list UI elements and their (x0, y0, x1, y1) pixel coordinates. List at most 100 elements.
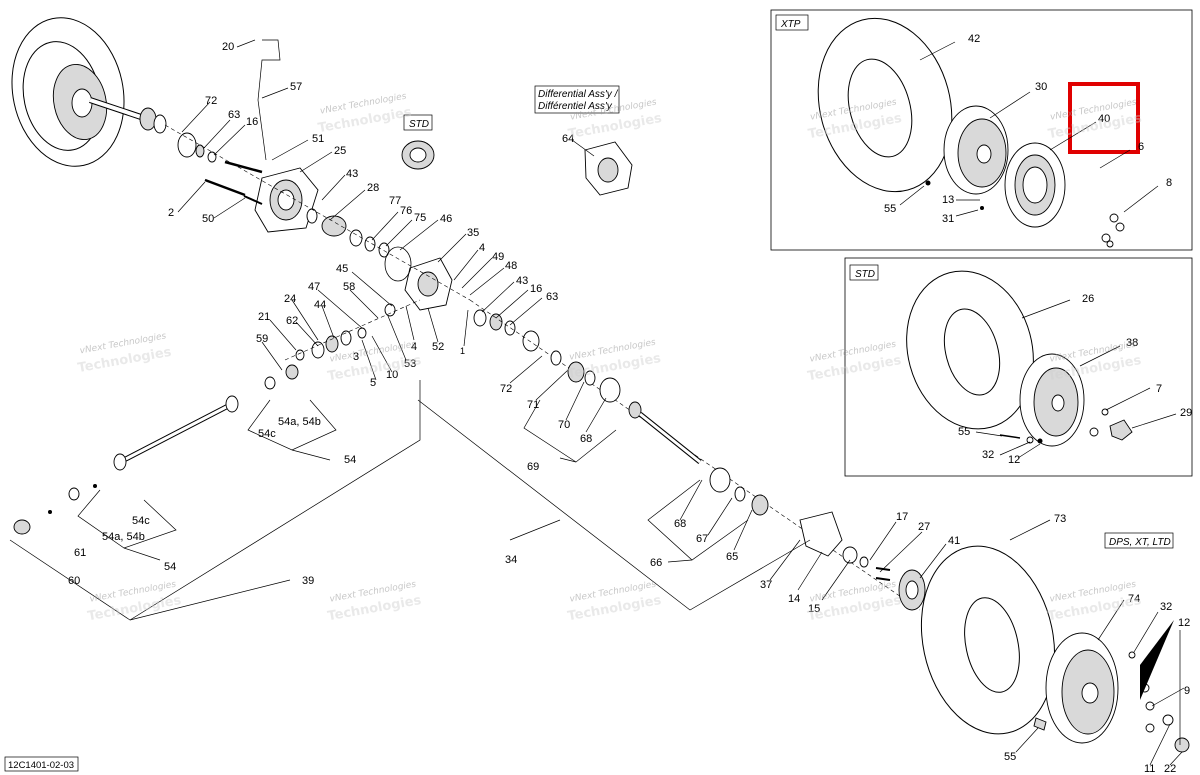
callout-59: 59 (256, 333, 268, 345)
group-brackets (9, 380, 811, 621)
callout-62: 62 (286, 315, 298, 327)
xtp-tag-box (775, 14, 809, 31)
callout-74: 74 (1128, 593, 1140, 605)
callout-3: 3 (353, 351, 359, 363)
callout-32: 32 (982, 449, 994, 461)
callout-15: 15 (808, 603, 820, 615)
callout-67: 67 (696, 533, 708, 545)
callout-37: 37 (760, 579, 772, 591)
wheel-hub (875, 567, 926, 611)
leader-lines (177, 39, 1185, 766)
callout-26: 26 (1082, 293, 1094, 305)
callout-16b: 16 (530, 283, 542, 295)
left-wheel (11, 17, 125, 167)
callout-13: 13 (942, 194, 954, 206)
callout-12: 12 (1008, 454, 1020, 466)
callout-8: 8 (1166, 177, 1172, 189)
callout-38: 38 (1126, 337, 1138, 349)
callout-6: 6 (1138, 141, 1144, 153)
callout-40: 40 (1098, 113, 1110, 125)
callout-77: 77 (389, 195, 401, 207)
std-hardware (999, 408, 1133, 444)
figure-code-box (4, 756, 79, 772)
dps-tag-box (1104, 532, 1174, 549)
callout-60: 60 (68, 575, 80, 587)
callout-63b: 63 (546, 291, 558, 303)
callout-53: 53 (404, 358, 416, 370)
callout-54a54b: 54a, 54b (278, 416, 321, 428)
callout-55b: 55 (958, 426, 970, 438)
callout-55: 55 (884, 203, 896, 215)
pinion-gear (321, 215, 412, 282)
differential-assembly (584, 141, 633, 196)
callout-24: 24 (284, 293, 296, 305)
callout-28: 28 (367, 182, 379, 194)
propeller-shaft-lower (13, 484, 97, 535)
callout-9: 9 (1184, 685, 1190, 697)
callout-30: 30 (1035, 81, 1047, 93)
callout-labels: 20 57 72 63 16 51 25 2 50 43 28 77 76 75… (68, 33, 1192, 775)
callout-12b: 12 (1178, 617, 1190, 629)
callout-27: 27 (918, 521, 930, 533)
xtp-tag: XTP (780, 19, 801, 30)
left-half-shaft (89, 97, 167, 134)
callout-21: 21 (258, 311, 270, 323)
callout-48: 48 (505, 260, 517, 272)
callout-63: 63 (228, 109, 240, 121)
std-tire (906, 270, 1034, 430)
callout-54c: 54c (258, 428, 276, 440)
callout-71: 71 (527, 399, 539, 411)
drive-shaft-right (550, 350, 769, 516)
xtp-rim (943, 105, 1009, 195)
callout-45: 45 (336, 263, 348, 275)
callout-34: 34 (505, 554, 517, 566)
callout-76: 76 (400, 205, 412, 217)
std-rim (1019, 353, 1085, 447)
dps-tire (920, 545, 1056, 735)
callout-73: 73 (1054, 513, 1066, 525)
std-main-tag-box (403, 114, 433, 131)
vent-tube (257, 39, 281, 161)
callout-61: 61 (74, 547, 86, 559)
callout-22: 22 (1164, 763, 1176, 775)
callout-39: 39 (302, 575, 314, 587)
callout-43: 43 (346, 168, 358, 180)
bolt-2 (204, 178, 246, 197)
callout-25: 25 (334, 145, 346, 157)
front-diff-housing (404, 257, 453, 311)
callout-5: 5 (370, 377, 376, 389)
xtp-hardware (925, 180, 1125, 248)
differential-tag-line2: Différentiel Ass'y (538, 101, 613, 112)
callout-54: 54 (344, 454, 356, 466)
callout-1: 1 (460, 346, 465, 356)
callout-2: 2 (168, 207, 174, 219)
callout-41: 41 (948, 535, 960, 547)
diff-gear-std (401, 140, 435, 170)
callout-42: 42 (968, 33, 980, 45)
callout-11: 11 (1144, 763, 1155, 775)
gearbox-housing (254, 167, 319, 233)
callout-43b: 43 (516, 275, 528, 287)
bolt-51 (224, 160, 263, 174)
callout-65: 65 (726, 551, 738, 563)
callout-16: 16 (246, 116, 258, 128)
callout-44: 44 (314, 299, 326, 311)
callout-51: 51 (312, 133, 324, 145)
callout-7: 7 (1156, 383, 1162, 395)
callout-17: 17 (896, 511, 908, 523)
callout-68b: 68 (674, 518, 686, 530)
callout-54-2: 54 (164, 561, 176, 573)
callout-46: 46 (440, 213, 452, 225)
callout-72: 72 (205, 95, 217, 107)
callout-69: 69 (527, 461, 539, 473)
std-main-tag: STD (409, 119, 429, 130)
propeller-shaft-upper (113, 364, 299, 471)
figure-code: 12C1401-02-03 (8, 760, 74, 771)
highlight-box (1068, 82, 1140, 154)
std-wheel-tag: STD (855, 269, 875, 280)
callout-35: 35 (467, 227, 479, 239)
callout-4a: 4 (479, 242, 485, 254)
callout-49: 49 (492, 251, 504, 263)
